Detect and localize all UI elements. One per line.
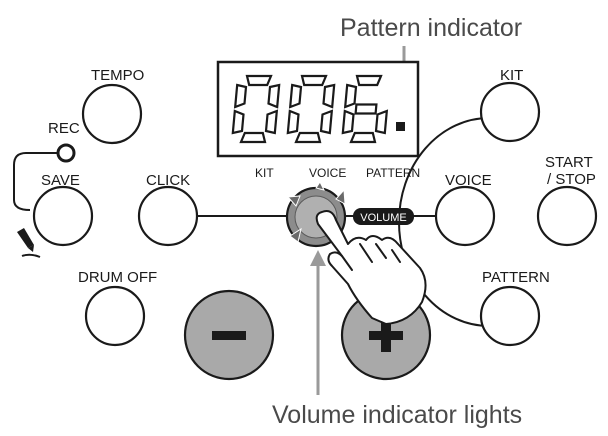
drum-off-label: DRUM OFF — [78, 269, 157, 286]
led-digits — [231, 74, 389, 144]
rec-wire — [13, 152, 58, 211]
display-label-pattern: PATTERN — [366, 166, 420, 180]
volume-label-pill: VOLUME — [353, 208, 414, 225]
led-digit-0 — [231, 74, 281, 144]
rec-indicator — [56, 143, 76, 163]
voice-label: VOICE — [445, 172, 492, 189]
volume-label: VOLUME — [360, 212, 406, 224]
led-digit-2 — [341, 74, 389, 144]
start-stop-label-line2: / STOP — [547, 171, 596, 188]
volume-indicator-arrow — [310, 250, 326, 395]
pattern-indicator-annotation: Pattern indicator — [340, 14, 522, 42]
tempo-label: TEMPO — [91, 67, 144, 84]
minus-icon — [212, 331, 246, 340]
led-digit-1 — [286, 74, 336, 144]
click-label: CLICK — [146, 172, 190, 189]
drum-off-button[interactable] — [84, 285, 146, 347]
click-button[interactable] — [137, 185, 199, 247]
pattern-button[interactable] — [479, 285, 541, 347]
voice-button[interactable] — [434, 185, 496, 247]
save-label: SAVE — [41, 172, 80, 189]
pressing-hand-icon — [315, 210, 427, 325]
plus-icon — [369, 318, 403, 352]
display-label-kit: KIT — [255, 166, 274, 180]
start-stop-label-line1: START — [545, 154, 593, 171]
save-button[interactable] — [32, 185, 94, 247]
pattern-indicator-dot — [396, 122, 405, 131]
rec-label: REC — [48, 120, 80, 137]
kit-button[interactable] — [479, 81, 541, 143]
display-label-voice: VOICE — [309, 166, 346, 180]
start-stop-button[interactable] — [536, 185, 598, 247]
tempo-button[interactable] — [81, 83, 143, 145]
pen-icon — [17, 228, 41, 258]
pattern-label: PATTERN — [482, 269, 550, 286]
kit-label: KIT — [500, 67, 523, 84]
volume-indicator-lights — [286, 181, 346, 245]
volume-indicator-annotation: Volume indicator lights — [272, 401, 522, 429]
